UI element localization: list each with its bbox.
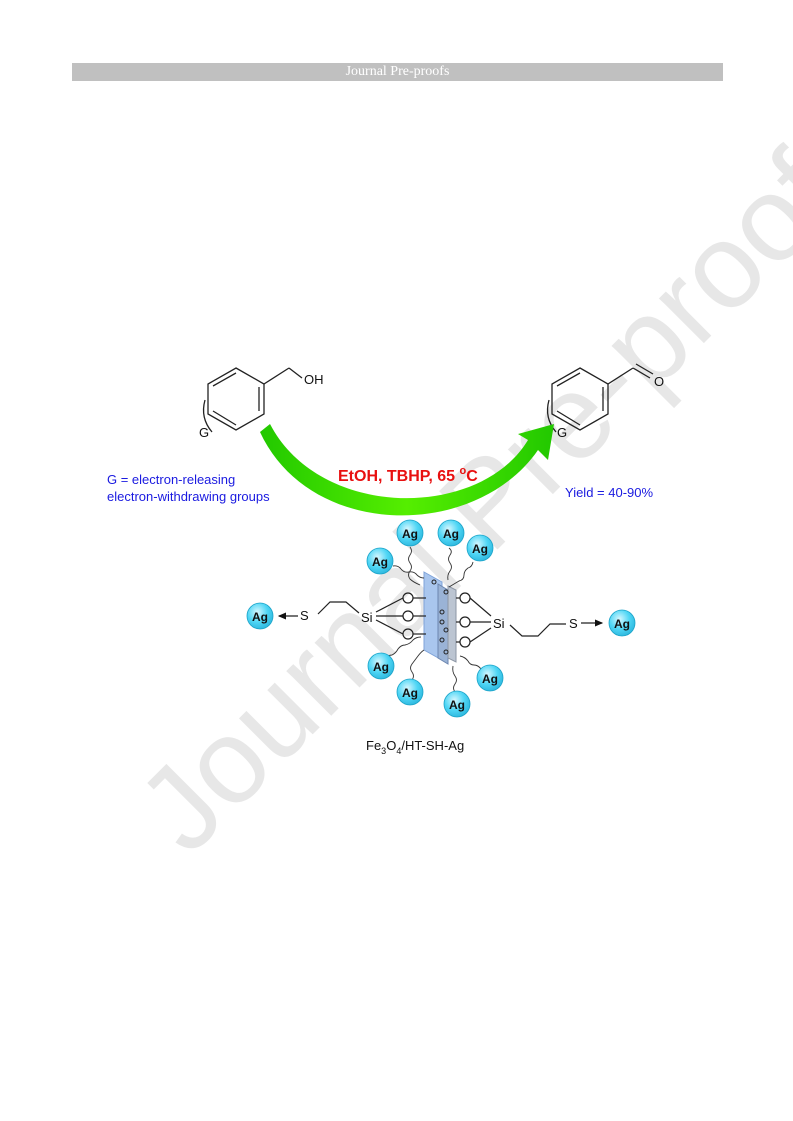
journal-status-header: Journal Pre-proofs	[72, 63, 723, 81]
reactant-g-label: G	[199, 425, 209, 440]
svg-text:Ag: Ag	[373, 660, 389, 674]
svg-text:Ag: Ag	[449, 698, 465, 712]
reaction-conditions: EtOH, TBHP, 65 oC	[338, 465, 478, 485]
ag-sphere: Ag	[466, 534, 494, 562]
left-linker	[277, 592, 426, 640]
product-g-label: G	[557, 425, 567, 440]
reaction-arrow	[260, 424, 554, 516]
substituent-note-line1: G = electron-releasing	[107, 472, 235, 487]
ag-sphere: Ag	[396, 678, 424, 706]
ag-sphere: Ag	[443, 690, 471, 718]
svg-text:Ag: Ag	[372, 555, 388, 569]
left-si-label: Si	[361, 610, 373, 625]
svg-text:Ag: Ag	[252, 610, 268, 624]
ag-sphere: Ag	[608, 609, 636, 637]
svg-text:Ag: Ag	[614, 617, 630, 631]
reactant-oh-label: OH	[304, 372, 324, 387]
product-o-label: O	[654, 374, 664, 389]
left-s-label: S	[300, 608, 309, 623]
svg-text:Ag: Ag	[402, 686, 418, 700]
ag-sphere: Ag	[367, 652, 395, 680]
right-linker	[456, 592, 604, 648]
ag-sphere: Ag	[396, 519, 424, 547]
catalyst-core	[423, 571, 457, 665]
svg-text:Ag: Ag	[402, 527, 418, 541]
reactant-structure	[202, 367, 303, 433]
catalyst-caption: Fe3O4/HT-SH-Ag	[366, 738, 464, 756]
ag-sphere: Ag	[437, 519, 465, 547]
product-structure	[546, 363, 654, 433]
yield-label: Yield = 40-90%	[565, 485, 653, 500]
svg-text:Ag: Ag	[472, 542, 488, 556]
ag-particles: Ag Ag Ag Ag Ag Ag Ag Ag Ag Ag	[246, 519, 636, 718]
svg-text:Ag: Ag	[443, 527, 459, 541]
right-s-label: S	[569, 616, 578, 631]
svg-text:Ag: Ag	[482, 672, 498, 686]
ag-sphere: Ag	[246, 602, 274, 630]
ag-sphere: Ag	[366, 547, 394, 575]
ag-sphere: Ag	[476, 664, 504, 692]
right-si-label: Si	[493, 616, 505, 631]
substituent-note-line2: electron-withdrawing groups	[107, 489, 270, 504]
